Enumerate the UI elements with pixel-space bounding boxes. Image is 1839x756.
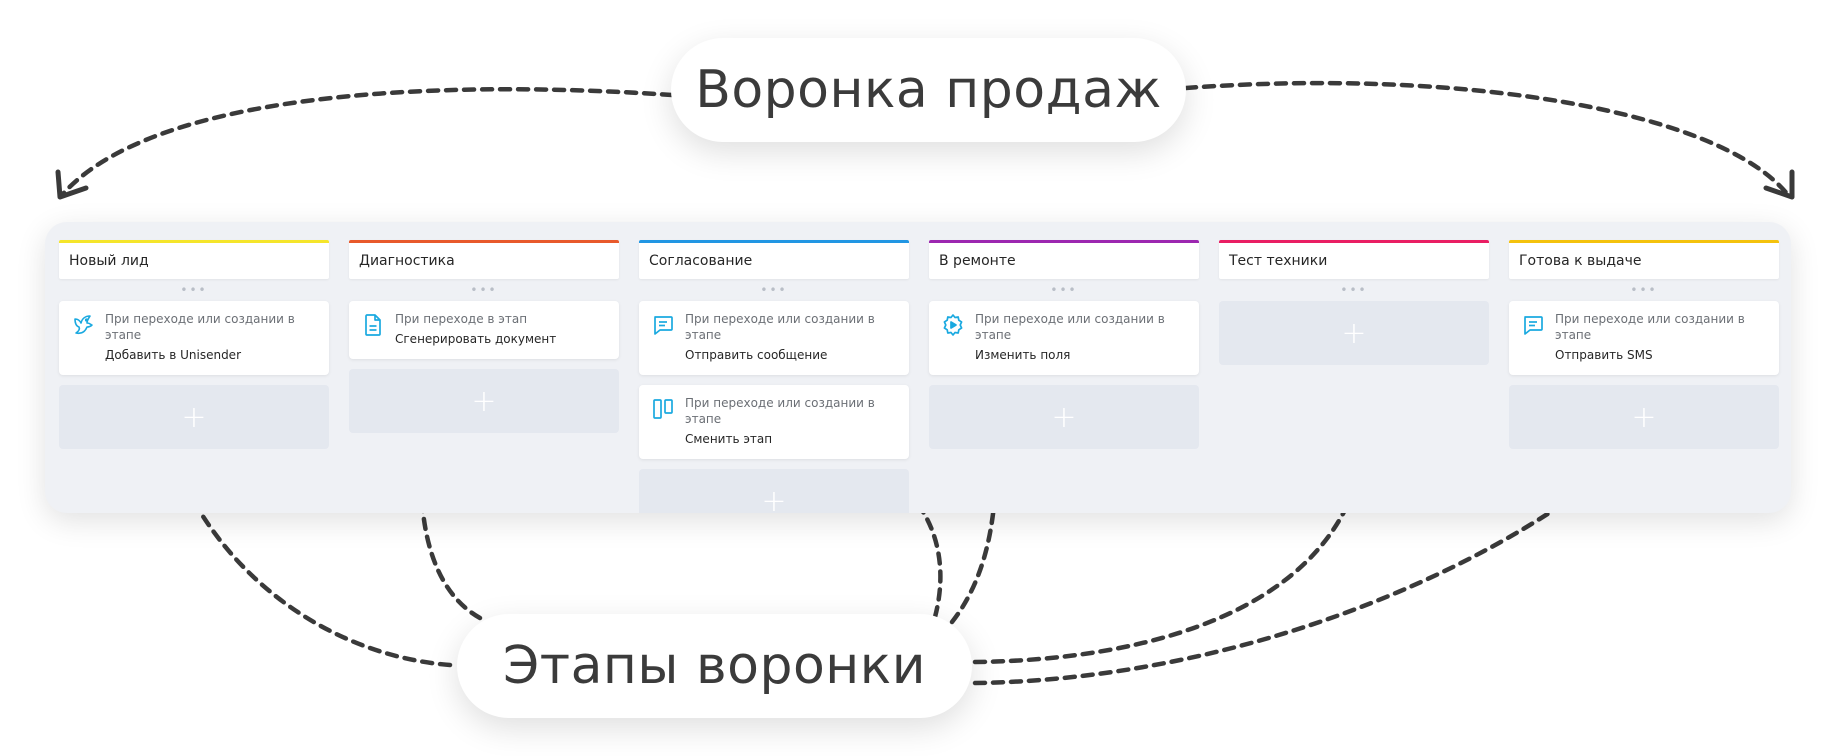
stages-label-text: Этапы воронки — [502, 636, 927, 696]
card-action: Сгенерировать документ — [395, 332, 557, 346]
stage-title: В ремонте — [939, 253, 1016, 269]
add-automation-button[interactable]: + — [1509, 385, 1779, 449]
stage-column: Готова к выдаче ••• При переходе или соз… — [1509, 240, 1779, 449]
stage-column: Тест техники ••• + — [1219, 240, 1489, 365]
automation-card[interactable]: При переходе или создании в этапе Сменит… — [639, 385, 909, 459]
stage-menu-dots[interactable]: ••• — [760, 283, 788, 297]
stage-column: Новый лид ••• При переходе или создании … — [59, 240, 329, 449]
stage-menu-dots[interactable]: ••• — [1340, 283, 1368, 297]
card-trigger: При переходе или создании в этапе — [685, 396, 875, 426]
add-automation-button[interactable]: + — [59, 385, 329, 449]
card-trigger: При переходе или создании в этапе — [685, 312, 875, 342]
bird-icon — [74, 315, 93, 335]
automation-card[interactable]: При переходе или создании в этапе Отправ… — [639, 301, 909, 375]
stage-header[interactable]: Готова к выдаче — [1509, 240, 1779, 279]
stage-column: В ремонте ••• При переходе или создании … — [929, 240, 1199, 449]
arrow-funnel-right — [1183, 80, 1791, 198]
automation-card[interactable]: При переходе или создании в этапе Добави… — [59, 301, 329, 375]
add-automation-button[interactable]: + — [1219, 301, 1489, 365]
add-automation-button[interactable]: + — [349, 369, 619, 433]
stage-column: Согласование ••• При переходе или создан… — [639, 240, 909, 513]
stage-header[interactable]: В ремонте — [929, 240, 1199, 279]
stage-header[interactable]: Новый лид — [59, 240, 329, 279]
stage-title: Согласование — [649, 253, 753, 269]
arrow-funnel-left — [59, 87, 675, 198]
arrow-stage-6 — [972, 485, 1589, 686]
stage-title: Новый лид — [69, 253, 149, 269]
automation-card[interactable]: При переходе в этап Сгенерировать докуме… — [349, 301, 619, 359]
stage-header[interactable]: Тест техники — [1219, 240, 1489, 279]
automation-card[interactable]: При переходе или создании в этапе Отправ… — [1509, 301, 1779, 375]
add-automation-button[interactable]: + — [639, 469, 909, 513]
card-trigger: При переходе или создании в этапе — [975, 312, 1165, 342]
stage-menu-dots[interactable]: ••• — [180, 283, 208, 297]
add-automation-button[interactable]: + — [929, 385, 1199, 449]
card-trigger: При переходе в этап — [395, 312, 528, 326]
stage-header[interactable]: Согласование — [639, 240, 909, 279]
arrowhead-funnel-left — [55, 169, 89, 200]
card-action: Изменить поля — [975, 348, 1071, 362]
card-trigger: При переходе или создании в этапе — [1555, 312, 1745, 342]
card-action: Отправить SMS — [1555, 348, 1653, 362]
stage-menu-dots[interactable]: ••• — [1630, 283, 1658, 297]
card-trigger: При переходе или создании в этапе — [105, 312, 295, 342]
message-icon — [1524, 316, 1543, 335]
arrow-stage-5 — [972, 459, 1365, 665]
funnel-label-text: Воронка продаж — [695, 60, 1162, 120]
pipeline-board: Новый лид ••• При переходе или создании … — [45, 222, 1791, 513]
stage-menu-dots[interactable]: ••• — [470, 283, 498, 297]
stage-menu-dots[interactable]: ••• — [1050, 283, 1078, 297]
automation-card[interactable]: При переходе или создании в этапе Измени… — [929, 301, 1199, 375]
card-action: Добавить в Unisender — [105, 348, 242, 362]
stages-label: Этапы воронки — [457, 614, 972, 718]
arrow-stage-2 — [419, 455, 483, 621]
stage-header[interactable]: Диагностика — [349, 240, 619, 279]
kanban-icon — [653, 399, 673, 419]
document-icon — [365, 314, 381, 336]
gear-play-icon — [943, 314, 963, 336]
card-action: Отправить сообщение — [685, 348, 828, 362]
arrowhead-funnel-right — [1763, 169, 1795, 200]
card-action: Сменить этап — [685, 432, 773, 446]
stage-title: Тест техники — [1229, 253, 1328, 269]
stage-title: Диагностика — [359, 253, 455, 269]
funnel-label: Воронка продаж — [671, 38, 1186, 142]
message-icon — [654, 316, 673, 335]
stage-title: Готова к выдаче — [1519, 253, 1642, 269]
stage-column: Диагностика ••• При переходе в этап Сген… — [349, 240, 619, 433]
